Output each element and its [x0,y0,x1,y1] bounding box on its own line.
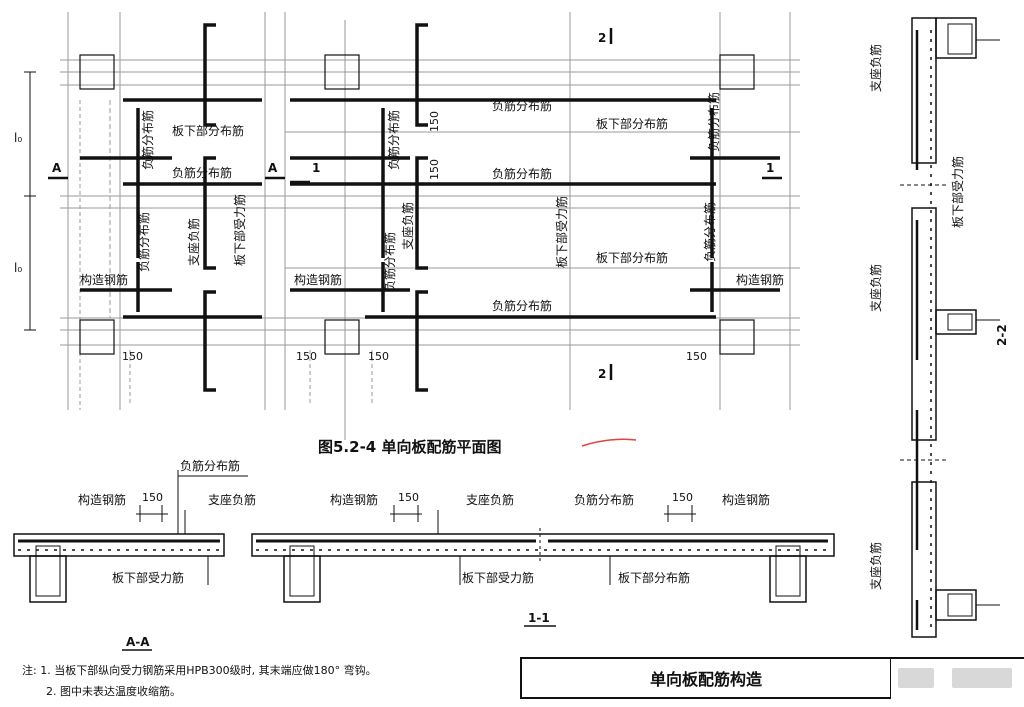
aa-dim-150: 150 [142,491,163,504]
label-neg-dist-bar-v6: 负筋分布筋 [702,202,717,262]
aa-support-neg-bar: 支座负筋 [208,492,256,507]
section-mark-2-bottom: 2 [598,367,606,381]
label-bottom-main-bar-v2: 板下部受力筋 [554,196,569,268]
aa-neg-dist-bar: 负筋分布筋 [180,458,240,473]
plan-view [24,12,800,440]
s22-support-neg-bar-1: 支座负筋 [868,44,883,92]
s11-bottom-dist-bar: 板下部分布筋 [618,570,690,585]
section-2-2-labels: 支座负筋 板下部受力筋 支座负筋 支座负筋 2-2 [868,44,1009,590]
plan-labels: l₀ l₀ A A 1 1 2 2 板下部分布筋 负筋分布筋 负筋分布筋 板下部… [14,31,784,381]
dim-150-plan-4: 150 [686,350,707,363]
s22-bottom-main-bar: 板下部受力筋 [950,156,965,228]
figure-caption: 图5.2-4 单向板配筋平面图 [318,438,502,456]
s11-bottom-main-bar: 板下部受力筋 [462,570,534,585]
blurred-cell-1 [898,668,934,688]
label-neg-dist-bar-3: 负筋分布筋 [492,166,552,181]
s11-support-neg-bar: 支座负筋 [466,492,514,507]
label-bottom-main-bar-v1: 板下部受力筋 [232,194,247,266]
label-neg-dist-bar-2: 负筋分布筋 [492,98,552,113]
section-1-1-labels: 构造钢筋 150 支座负筋 负筋分布筋 150 构造钢筋 板下部受力筋 板下部分… [330,491,770,627]
s22-support-neg-bar-2: 支座负筋 [868,264,883,312]
title-block-tail [890,657,1024,699]
blurred-cell-2 [952,668,1012,688]
aa-bottom-main-bar: 板下部受力筋 [112,570,184,585]
section-mark-a-right: A [268,161,278,175]
note-1: 注: 1. 当板下部纵向受力钢筋采用HPB300级时, 其末端应做180° 弯钩… [22,664,377,677]
dim-150-plan-3: 150 [368,350,389,363]
section-mark-1-left: 1 [312,161,320,175]
label-support-neg-bar-v2: 支座负筋 [400,202,415,250]
s22-section-label: 2-2 [995,324,1009,346]
span-label-upper: l₀ [14,131,22,145]
label-bottom-dist-bar-2: 板下部分布筋 [596,116,668,131]
s11-struct-bar-left: 构造钢筋 [330,492,378,507]
s11-dim-150-right: 150 [672,491,693,504]
section-1-1 [251,505,835,603]
label-neg-dist-bar-v1: 负筋分布筋 [140,110,155,170]
label-neg-dist-bar-1: 负筋分布筋 [172,165,232,180]
plan-span-dims [24,71,36,331]
s22-support-neg-bar-3: 支座负筋 [868,542,883,590]
dim-150-v2: 150 [428,159,441,180]
section-a-a-labels: 负筋分布筋 构造钢筋 150 支座负筋 板下部受力筋 A-A [78,458,256,651]
label-struct-bar-2: 构造钢筋 [80,272,128,287]
label-neg-dist-bar-v4: 负筋分布筋 [382,232,397,292]
aa-section-label: A-A [126,635,150,649]
section-mark-2-top: 2 [598,31,606,45]
note-2: 2. 图中未表达温度收缩筋。 [46,685,181,698]
label-neg-dist-bar-v5: 负筋分布筋 [706,92,721,152]
section-a-a [13,470,248,603]
section-mark-1-right: 1 [766,161,774,175]
plan-grid-lines [60,12,800,440]
s11-section-label: 1-1 [528,611,550,625]
label-struct-bar-1: 构造钢筋 [294,272,342,287]
label-bottom-dist-bar-3: 板下部分布筋 [596,250,668,265]
section-mark-a-left: A [52,161,62,175]
label-neg-dist-bar-v3: 负筋分布筋 [386,110,401,170]
label-neg-dist-bar-v2: 负筋分布筋 [136,212,151,272]
s11-struct-bar-right: 构造钢筋 [722,492,770,507]
s11-neg-dist-bar: 负筋分布筋 [574,492,634,507]
span-label-lower: l₀ [14,261,22,275]
label-support-neg-bar-v1: 支座负筋 [186,218,201,266]
section-2-2 [900,17,1000,638]
aa-struct-bar: 构造钢筋 [78,492,126,507]
dim-150-plan-1: 150 [122,350,143,363]
dim-150-plan-2: 150 [296,350,317,363]
title-block: 单向板配筋构造 [520,657,890,699]
label-bottom-dist-bar-1: 板下部分布筋 [172,123,244,138]
s11-dim-150-left: 150 [398,491,419,504]
label-neg-dist-bar-4: 负筋分布筋 [492,298,552,313]
plan-section-marks [48,28,782,380]
plan-heavy-bars [80,23,780,392]
title-block-title: 单向板配筋构造 [649,670,762,689]
label-struct-bar-3: 构造钢筋 [736,272,784,287]
red-markup-stroke [581,438,637,447]
plan-columns [79,54,755,355]
dim-150-v1: 150 [428,111,441,132]
